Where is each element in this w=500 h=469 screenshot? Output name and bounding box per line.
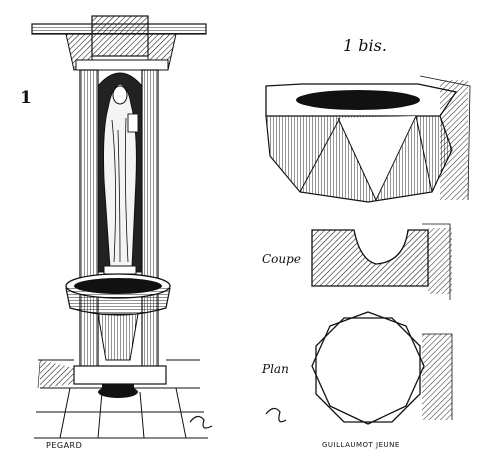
plan-label: Plan bbox=[262, 362, 289, 376]
floor-tiles bbox=[34, 359, 208, 439]
monogram-right bbox=[265, 407, 287, 423]
figure-1bis-label: 1 bis. bbox=[343, 36, 387, 55]
basin-perspective bbox=[265, 75, 471, 203]
column-capital bbox=[65, 15, 177, 71]
basin-section-coupe bbox=[311, 223, 452, 300]
basin-plan bbox=[311, 311, 453, 425]
holy-water-basin bbox=[65, 273, 171, 361]
engraver-signature-left: PEGARD bbox=[46, 441, 83, 450]
engraver-signature-right: GUILLAUMOT JEUNE bbox=[322, 441, 400, 449]
column-base bbox=[73, 365, 167, 398]
coupe-label: Coupe bbox=[262, 252, 301, 266]
monogram-left bbox=[189, 415, 213, 429]
statue-niche bbox=[97, 72, 143, 275]
figure-1-label: 1 bbox=[20, 88, 32, 108]
